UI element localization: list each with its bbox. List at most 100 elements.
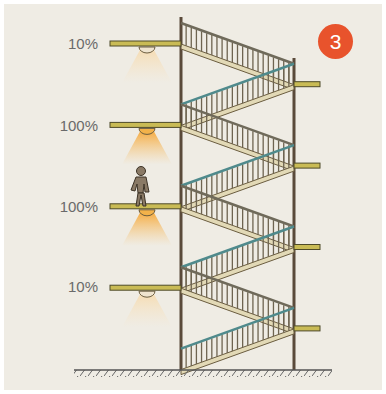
baluster	[283, 150, 284, 170]
baluster	[263, 239, 264, 259]
baluster	[211, 279, 212, 299]
ceiling-lamp	[139, 47, 155, 53]
baluster	[232, 43, 233, 63]
baluster	[283, 231, 284, 251]
baluster	[211, 176, 212, 196]
baluster	[263, 320, 264, 340]
baluster	[257, 296, 258, 316]
baluster	[191, 28, 192, 48]
baluster	[247, 244, 248, 264]
baluster	[196, 344, 197, 364]
handrail	[181, 145, 294, 186]
baluster	[232, 87, 233, 107]
baluster	[196, 192, 197, 212]
baluster	[206, 277, 207, 297]
baluster	[191, 346, 192, 366]
baluster	[247, 81, 248, 101]
baluster	[221, 120, 222, 140]
baluster	[221, 172, 222, 192]
baluster	[211, 117, 212, 137]
baluster	[227, 333, 228, 353]
baluster	[221, 253, 222, 273]
baluster	[216, 337, 217, 357]
baluster	[268, 74, 269, 94]
baluster	[247, 211, 248, 231]
baluster	[252, 242, 253, 262]
baluster	[247, 48, 248, 68]
ground-line	[74, 369, 332, 371]
person-figure	[131, 167, 149, 207]
handrail	[181, 23, 294, 64]
handrail	[181, 267, 294, 308]
baluster	[227, 89, 228, 109]
baluster	[283, 313, 284, 333]
callout-number: 3	[330, 30, 342, 54]
baluster	[221, 335, 222, 355]
baluster	[268, 155, 269, 175]
ceiling-lamp	[139, 210, 155, 216]
newel-post	[293, 58, 296, 370]
baluster	[268, 318, 269, 338]
baluster	[201, 276, 202, 296]
handrail	[181, 64, 294, 105]
landing	[294, 163, 320, 168]
baluster	[227, 252, 228, 272]
baluster	[211, 339, 212, 359]
baluster	[206, 115, 207, 135]
light-cone	[122, 294, 172, 327]
baluster	[196, 30, 197, 50]
baluster	[242, 209, 243, 229]
baluster	[252, 324, 253, 344]
baluster	[216, 118, 217, 138]
baluster	[257, 322, 258, 342]
light-cone	[122, 213, 172, 246]
background-panel	[4, 4, 382, 390]
ground-hatch	[74, 370, 332, 377]
baluster	[257, 215, 258, 235]
baluster	[221, 202, 222, 222]
baluster	[185, 26, 186, 46]
baluster	[257, 133, 258, 153]
baluster	[263, 216, 264, 236]
handrail	[181, 186, 294, 227]
baluster	[232, 331, 233, 351]
baluster	[237, 85, 238, 105]
baluster	[242, 246, 243, 266]
baluster	[227, 41, 228, 61]
baluster	[252, 161, 253, 181]
baluster	[221, 91, 222, 111]
baluster	[268, 237, 269, 257]
baluster	[206, 340, 207, 360]
light-cone	[122, 131, 172, 164]
landing	[294, 326, 320, 331]
step-number-badge: 3	[318, 24, 353, 59]
light-level-label: 100%	[0, 198, 98, 215]
baluster	[263, 157, 264, 177]
baluster	[242, 83, 243, 103]
baluster	[191, 109, 192, 129]
baluster	[227, 170, 228, 190]
baluster	[191, 272, 192, 292]
baluster	[288, 67, 289, 87]
baluster	[211, 94, 212, 114]
baluster	[237, 248, 238, 268]
baluster	[227, 122, 228, 142]
baluster	[237, 329, 238, 349]
baluster	[211, 257, 212, 277]
baluster	[257, 78, 258, 98]
baluster	[257, 240, 258, 260]
baluster	[252, 213, 253, 233]
baluster	[201, 113, 202, 133]
baluster	[278, 70, 279, 90]
baluster	[232, 287, 233, 307]
baluster	[216, 174, 217, 194]
landing	[294, 245, 320, 250]
baluster	[216, 200, 217, 220]
baluster	[247, 326, 248, 346]
baluster	[242, 327, 243, 347]
baluster	[216, 255, 217, 275]
baluster	[252, 50, 253, 70]
baluster	[227, 203, 228, 223]
baluster	[242, 165, 243, 185]
